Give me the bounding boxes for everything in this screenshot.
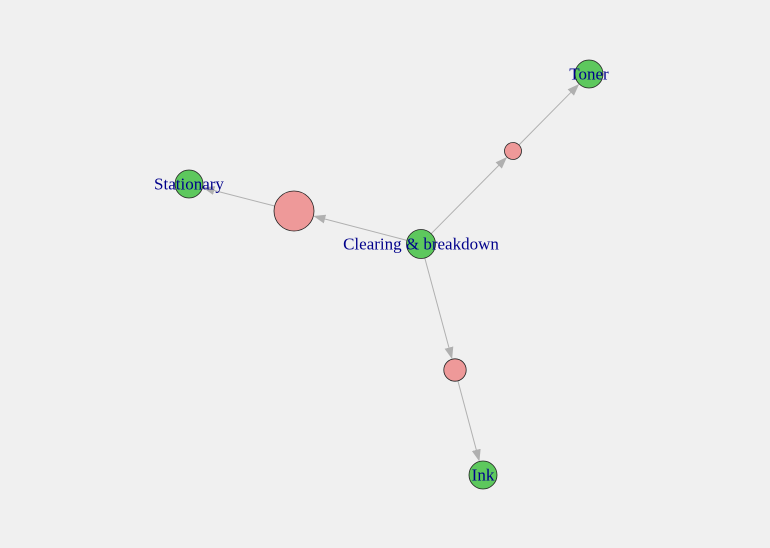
edge-clearing-to-rule-toner bbox=[430, 157, 508, 235]
rule-node-toner[interactable] bbox=[504, 142, 522, 160]
item-node-clearing[interactable] bbox=[406, 229, 436, 259]
item-node-toner[interactable] bbox=[574, 59, 604, 89]
item-label-toner: Toner bbox=[569, 65, 609, 84]
edge-rule-ink-to-ink bbox=[457, 380, 481, 462]
edge-rule-stationary-to-stationary bbox=[202, 186, 275, 207]
edge-layer bbox=[202, 83, 580, 462]
item-node-ink[interactable] bbox=[468, 460, 498, 490]
item-label-ink: Ink bbox=[472, 466, 495, 485]
item-label-stationary: Stationary bbox=[154, 175, 224, 194]
node-layer bbox=[174, 59, 604, 490]
rule-node-ink[interactable] bbox=[443, 358, 467, 382]
edge-rule-toner-to-toner bbox=[518, 83, 580, 146]
item-node-stationary[interactable] bbox=[174, 169, 204, 199]
rule-node-stationary[interactable] bbox=[273, 190, 315, 232]
edge-clearing-to-rule-stationary bbox=[313, 214, 408, 241]
item-label-clearing: Clearing & breakdown bbox=[343, 235, 499, 254]
edge-clearing-to-rule-ink bbox=[424, 257, 454, 360]
